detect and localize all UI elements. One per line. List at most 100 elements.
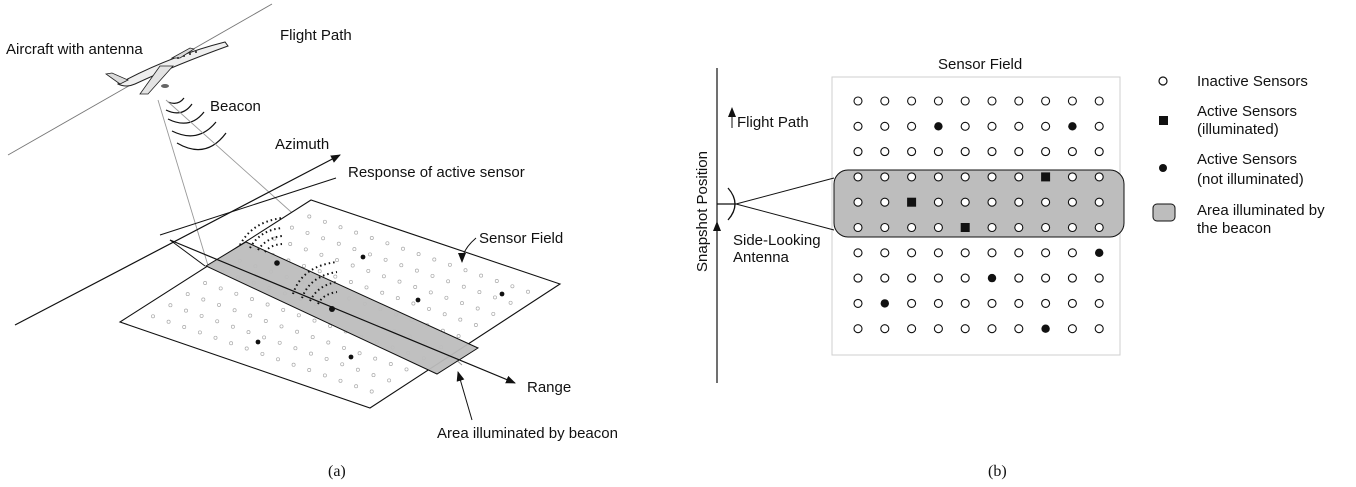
faint-sensor xyxy=(291,362,296,367)
faint-sensor xyxy=(385,241,390,246)
faint-sensor xyxy=(232,308,237,313)
inactive-sensor xyxy=(1094,96,1104,106)
inactive-sensor xyxy=(1014,248,1024,258)
active-sensor-not-illuminated xyxy=(1068,122,1077,131)
legend-label-2b: (illuminated) xyxy=(1197,121,1279,138)
inactive-sensor xyxy=(987,248,997,258)
inactive-sensor xyxy=(933,298,943,308)
inactive-sensor xyxy=(880,222,890,233)
faint-sensor xyxy=(395,296,400,301)
flight-path-label-b: Flight Path xyxy=(737,114,809,131)
faint-sensor xyxy=(305,230,310,235)
inactive-sensor xyxy=(1041,147,1051,157)
faint-sensor xyxy=(246,330,251,335)
beacon-label: Beacon xyxy=(210,98,261,115)
inactive-sensor xyxy=(987,96,997,106)
caption-b: (b) xyxy=(988,463,1007,480)
sensor-field-title: Sensor Field xyxy=(938,56,1022,73)
inactive-sensor xyxy=(987,147,997,157)
faint-sensor xyxy=(288,242,293,246)
faint-sensor xyxy=(477,290,482,295)
faint-sensor xyxy=(295,329,300,334)
faint-sensor xyxy=(456,334,461,339)
inactive-sensor xyxy=(960,248,970,258)
faint-sensor xyxy=(371,373,376,378)
faint-sensor xyxy=(199,313,204,318)
faint-sensor xyxy=(324,356,329,361)
faint-sensor xyxy=(446,279,451,284)
faint-sensor xyxy=(442,312,447,317)
faint-sensor xyxy=(414,268,419,273)
active-sensor xyxy=(348,354,354,360)
faint-sensor xyxy=(458,317,463,322)
legend-label-4a: Area illuminated by xyxy=(1197,202,1325,219)
inactive-sensor xyxy=(880,197,890,207)
response-label: Response of active sensor xyxy=(348,164,525,181)
faint-sensor xyxy=(229,341,234,346)
faint-sensor xyxy=(364,285,369,290)
inactive-sensor xyxy=(1014,172,1024,182)
antenna-icon xyxy=(717,187,736,221)
inactive-sensor xyxy=(1014,96,1024,106)
faint-sensor xyxy=(510,284,515,289)
response-arcs xyxy=(239,217,338,305)
faint-sensor xyxy=(281,307,286,312)
azimuth-axis xyxy=(14,154,341,326)
inactive-sensor xyxy=(1094,273,1104,283)
faint-sensor xyxy=(302,263,306,268)
inactive-sensor xyxy=(907,121,917,131)
inactive-sensor xyxy=(907,222,917,233)
inactive-sensor xyxy=(853,324,863,334)
inactive-sensor xyxy=(853,298,863,308)
inactive-sensor xyxy=(1041,96,1051,106)
inactive-sensor xyxy=(933,222,943,233)
active-sensors-a xyxy=(255,254,505,360)
faint-sensor xyxy=(168,303,173,308)
faint-sensor xyxy=(357,351,362,356)
faint-sensor xyxy=(265,302,270,307)
inactive-sensor xyxy=(1041,121,1051,131)
faint-sensor xyxy=(387,378,392,383)
inactive-sensor xyxy=(960,121,970,131)
faint-sensor xyxy=(230,324,235,329)
faint-sensor xyxy=(182,325,187,329)
inactive-sensor xyxy=(960,96,970,106)
inactive-sensor xyxy=(1094,147,1104,157)
illuminated-band xyxy=(833,169,1125,238)
active-sensor-not-illuminated xyxy=(1041,324,1050,333)
faint-sensor xyxy=(277,340,282,345)
faint-sensor xyxy=(244,346,249,351)
inactive-sensor xyxy=(933,172,943,182)
faint-sensor xyxy=(366,268,371,273)
faint-sensor xyxy=(369,389,374,394)
faint-sensor xyxy=(197,330,202,335)
faint-sensor xyxy=(184,308,188,313)
azimuth-label: Azimuth xyxy=(275,136,329,153)
faint-sensor xyxy=(354,230,359,235)
faint-sensor xyxy=(383,257,388,262)
faint-sensor xyxy=(260,351,265,356)
inactive-sensor xyxy=(1067,222,1077,233)
inactive-sensor xyxy=(960,298,970,308)
faint-sensor xyxy=(397,279,402,284)
inactive-sensor xyxy=(853,172,863,182)
faint-sensor xyxy=(526,289,530,294)
inactive-sensor xyxy=(960,324,970,334)
inactive-sensor xyxy=(987,197,997,207)
legend-gray-box xyxy=(1152,203,1176,222)
faint-sensor xyxy=(262,335,267,340)
azimuth-axis-back xyxy=(169,239,206,267)
inactive-sensor xyxy=(1094,298,1104,308)
faint-sensor xyxy=(309,351,313,356)
inactive-sensor xyxy=(853,121,863,131)
inactive-sensor xyxy=(853,273,863,283)
inactive-sensor xyxy=(1094,121,1104,131)
inactive-sensor xyxy=(907,248,917,258)
faint-sensor xyxy=(218,286,223,291)
inactive-sensor xyxy=(1014,324,1024,334)
faint-sensor xyxy=(493,295,497,300)
inactive-sensor xyxy=(853,147,863,157)
panel-a: Aircraft with antenna Flight Path Beacon… xyxy=(6,3,618,480)
inactive-sensor xyxy=(853,197,863,207)
